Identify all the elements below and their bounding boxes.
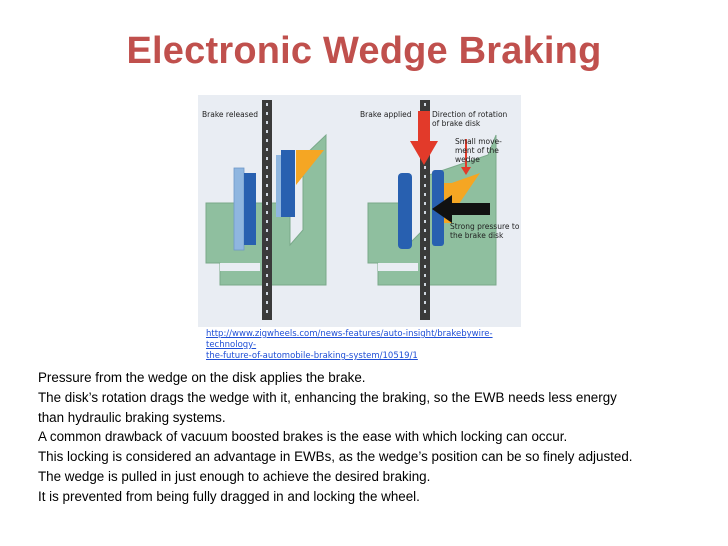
slide-title: Electronic Wedge Braking bbox=[126, 30, 602, 72]
brake-diagram-drawing bbox=[205, 100, 497, 320]
small-movement-arrow-head bbox=[461, 167, 471, 175]
released-pad-left bbox=[244, 173, 256, 245]
applied-assembly bbox=[367, 100, 497, 320]
body-line: A common drawback of vacuum boosted brak… bbox=[38, 429, 568, 445]
source-link-line1[interactable]: http://www.zigwheels.com/news-features/a… bbox=[206, 329, 493, 350]
applied-pad-left bbox=[398, 173, 412, 249]
applied-housing-slot bbox=[378, 263, 418, 271]
released-assembly bbox=[205, 100, 327, 320]
label-small-line1: Small move- bbox=[455, 137, 502, 146]
body-paragraph: Pressure from the wedge on the disk appl… bbox=[38, 368, 718, 507]
pressure-arrow-shaft bbox=[450, 203, 490, 215]
label-brake-released: Brake released bbox=[202, 110, 259, 119]
released-wedge bbox=[296, 150, 324, 185]
label-strong-line2: the brake disk bbox=[450, 231, 504, 240]
label-small-line3: wedge bbox=[455, 155, 480, 164]
label-strong-pressure: Strong pressure to the brake disk bbox=[450, 222, 519, 240]
body-line: It is prevented from being fully dragged… bbox=[38, 488, 420, 504]
body-line: The disk’s rotation drags the wedge with… bbox=[38, 389, 617, 405]
label-brake-applied: Brake applied bbox=[360, 110, 412, 119]
label-direction-of-rotation: Direction of rotation of brake disk bbox=[432, 110, 507, 128]
label-direction-line1: Direction of rotation bbox=[432, 110, 508, 119]
label-small-line2: ment of the bbox=[455, 146, 499, 155]
body-line: The wedge is pulled in just enough to ac… bbox=[38, 468, 431, 484]
released-backing-plate bbox=[233, 167, 245, 251]
body-line: than hydraulic braking systems. bbox=[38, 409, 226, 425]
label-strong-line1: Strong pressure to bbox=[450, 222, 520, 231]
applied-disk bbox=[420, 100, 430, 320]
rotation-arrow-shaft bbox=[418, 111, 430, 143]
rotation-arrow-head bbox=[410, 141, 438, 165]
source-link-line2[interactable]: the-future-of-automobile-braking-system/… bbox=[206, 351, 418, 361]
brake-diagram: Brake released Brake applied Direction o… bbox=[198, 95, 521, 327]
pressure-arrow-head bbox=[432, 195, 452, 223]
released-pad-right bbox=[281, 150, 295, 217]
label-direction-line2: of brake disk bbox=[432, 119, 481, 128]
released-disk bbox=[262, 100, 272, 320]
released-backing-right bbox=[276, 155, 281, 217]
label-small-movement: Small move- ment of the wedge bbox=[455, 137, 502, 164]
body-line: Pressure from the wedge on the disk appl… bbox=[38, 370, 366, 385]
body-line: This locking is considered an advantage … bbox=[38, 449, 633, 465]
source-link[interactable]: http://www.zigwheels.com/news-features/a… bbox=[206, 329, 536, 362]
released-housing-slot bbox=[220, 263, 260, 271]
